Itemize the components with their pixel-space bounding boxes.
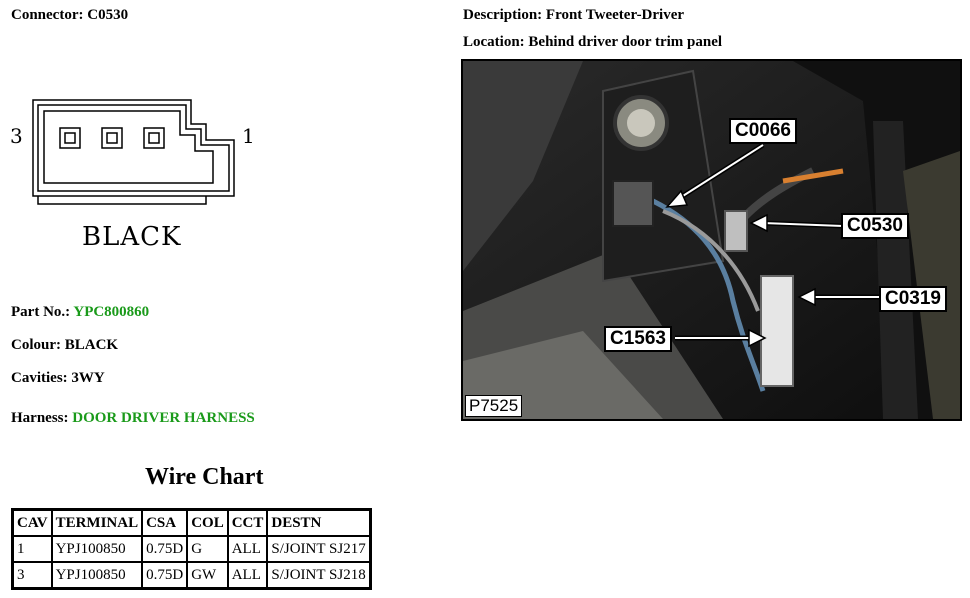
part-number-label: Part No.: [11,304,71,320]
cell-destn: S/JOINT SJ218 [266,561,372,590]
cavities-row: Cavities: 3WY [11,370,105,387]
wire-chart-table: CAV TERMINAL CSA COL CCT DESTN 1 YPJ1008… [11,508,372,590]
connector-diagram: 3 1 [8,92,255,212]
connector-color-caption: BLACK [82,222,182,252]
connector-value: C0530 [87,7,129,23]
harness-row: Harness: DOOR DRIVER HARNESS [11,410,255,427]
cell-cav: 3 [11,561,53,590]
terminal-3 [59,127,81,149]
cell-cct: ALL [226,535,269,563]
colour-value: BLACK [64,337,119,353]
colour-label: Colour: [11,337,61,353]
location-value: Behind driver door trim panel [528,34,723,50]
description-label: Description: [463,7,543,23]
terminal-2 [101,127,123,149]
photo-id-label: P7525 [465,395,523,417]
header-cct: CCT [226,508,269,537]
connector-heading: Connector: C0530 [11,7,128,24]
callout-c1563: C1563 [604,326,672,352]
cell-terminal: YPJ100850 [50,535,144,563]
location-photo: C0066 C0530 C0319 C1563 P7525 [461,59,962,421]
description-row: Description: Front Tweeter-Driver [463,7,684,24]
cell-csa: 0.75D [141,561,189,590]
cavities-value: 3WY [71,370,105,386]
harness-label: Harness: [11,410,69,426]
cavities-label: Cavities: [11,370,68,386]
colour-row: Colour: BLACK [11,337,118,354]
cell-csa: 0.75D [141,535,189,563]
connector-label: Connector: [11,7,84,23]
cell-cct: ALL [226,561,269,590]
header-col: COL [186,508,229,537]
pin-number-right: 1 [242,124,255,148]
photo-scene [463,61,960,419]
cell-terminal: YPJ100850 [50,561,144,590]
pin-number-left: 3 [10,124,23,148]
callout-c0066: C0066 [729,118,797,144]
wire-chart-title: Wire Chart [145,464,264,490]
cell-col: G [186,535,229,563]
location-label: Location: [463,34,525,50]
header-cav: CAV [11,508,53,537]
callout-c0319: C0319 [879,286,947,312]
part-number-link[interactable]: YPC800860 [73,304,150,320]
table-row: 1 YPJ100850 0.75D G ALL S/JOINT SJ217 [11,535,372,563]
header-terminal: TERMINAL [50,508,144,537]
terminal-1 [143,127,165,149]
harness-link[interactable]: DOOR DRIVER HARNESS [72,410,255,426]
table-row: 3 YPJ100850 0.75D GW ALL S/JOINT SJ218 [11,561,372,590]
table-header-row: CAV TERMINAL CSA COL CCT DESTN [11,508,372,537]
cell-cav: 1 [11,535,53,563]
description-value: Front Tweeter-Driver [545,7,685,23]
cell-col: GW [186,561,229,590]
callout-c0530: C0530 [841,213,909,239]
header-destn: DESTN [266,508,372,537]
part-number-row: Part No.: YPC800860 [11,304,149,321]
header-csa: CSA [141,508,189,537]
connector-outline [32,99,235,205]
cell-destn: S/JOINT SJ217 [266,535,372,563]
location-row: Location: Behind driver door trim panel [463,34,722,51]
